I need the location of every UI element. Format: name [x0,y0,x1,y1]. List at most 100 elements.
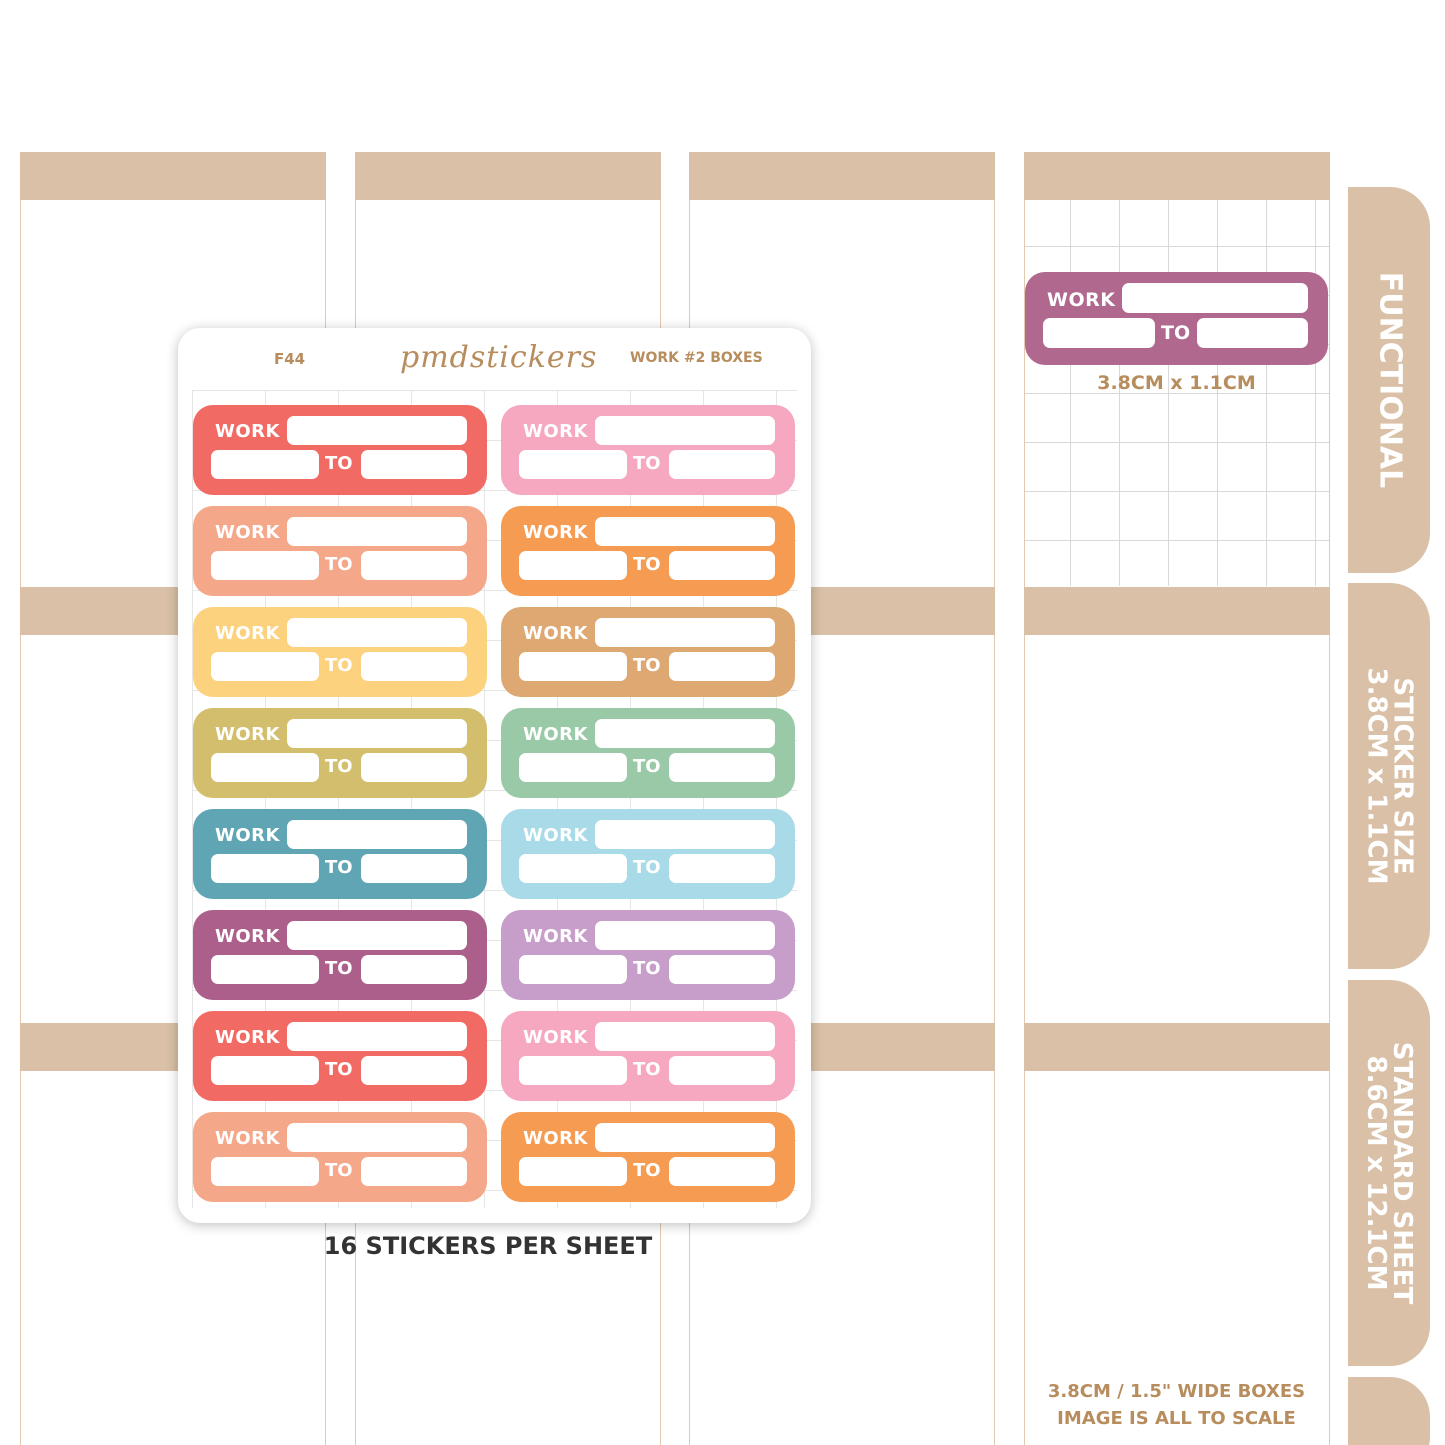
work-sticker: WORK TO [193,506,487,596]
sticker-to-label: TO [633,554,661,575]
write-in-box [595,820,775,849]
sticker-work-label: WORK [523,1027,588,1048]
tab-functional: FUNCTIONAL [1348,187,1430,573]
sticker-to-label: TO [633,1059,661,1080]
write-in-box [211,450,319,479]
sample-size-label: 3.8CM x 1.1CM [1097,372,1256,394]
write-in-box [361,955,467,984]
write-in-box [287,820,467,849]
write-in-box [669,450,775,479]
write-in-box [361,1157,467,1186]
write-in-box [211,652,319,681]
column-header [1024,587,1330,635]
write-in-box [361,1056,467,1085]
sticker-to-label: TO [325,958,353,979]
tab-standard-sheet: STANDARD SHEET 8.6CM x 12.1CM [1348,980,1430,1366]
write-in-box [669,753,775,782]
write-in-box [361,753,467,782]
write-in-box [519,955,627,984]
column-header [20,152,326,200]
sheet-code: F44 [274,350,306,368]
sticker-to-label: TO [633,857,661,878]
write-in-box [595,1022,775,1051]
write-in-box [595,719,775,748]
work-sticker: WORK TO [501,1011,795,1101]
sticker-work-label: WORK [523,825,588,846]
write-in-box [211,1056,319,1085]
work-sticker: WORK TO [193,1112,487,1202]
tab-extra [1348,1377,1430,1445]
sticker-work-label: WORK [215,926,280,947]
write-in-box [287,719,467,748]
grid-paper [1025,200,1329,586]
sticker-work-label: WORK [215,1128,280,1149]
write-in-box [211,1157,319,1186]
write-in-box [595,517,775,546]
write-in-box [361,551,467,580]
sticker-to-label: TO [633,958,661,979]
work-sticker: WORK TO [501,809,795,899]
write-in-box [519,652,627,681]
write-in-box [361,854,467,883]
write-in-box [595,1123,775,1152]
write-in-box [287,1022,467,1051]
write-in-box [519,1056,627,1085]
sticker-work-label: WORK [523,1128,588,1149]
tab-functional-label: FUNCTIONAL [1372,271,1407,489]
sticker-sheet: F44 pmdstickers WORK #2 BOXES WORK TO WORK… [178,328,811,1223]
write-in-box [211,854,319,883]
sticker-work-label: WORK [523,522,588,543]
work-sticker: WORK TO [501,708,795,798]
work-sticker: WORK TO [193,1011,487,1101]
sticker-to-label: TO [633,655,661,676]
sticker-to-label: TO [325,1059,353,1080]
sticker-work-label: WORK [523,724,588,745]
tab-sticker-size: STICKER SIZE 3.8CM x 1.1CM [1348,583,1430,969]
sheet-name: WORK #2 BOXES [630,350,763,366]
tab-sticker-size-label: STICKER SIZE 3.8CM x 1.1CM [1361,667,1417,885]
work-sticker: WORK TO [193,910,487,1000]
write-in-box [595,618,775,647]
sticker-work-label: WORK [215,825,280,846]
write-in-box [669,1157,775,1186]
column-header [1024,1023,1330,1071]
sticker-work-label: WORK [523,421,588,442]
sticker-to-label: TO [633,756,661,777]
write-in-box [287,921,467,950]
sticker-to-label: TO [325,554,353,575]
write-in-box [1197,318,1308,348]
write-in-box [669,1056,775,1085]
write-in-box [519,1157,627,1186]
write-in-box [519,450,627,479]
write-in-box [361,450,467,479]
write-in-box [669,955,775,984]
brand-logo: pmdstickers [400,340,598,375]
per-sheet-label: 16 STICKERS PER SHEET [323,1232,653,1260]
write-in-box [669,854,775,883]
sticker-to-label: TO [325,655,353,676]
write-in-box [211,753,319,782]
write-in-box [211,551,319,580]
write-in-box [287,618,467,647]
planner-column-4 [1024,152,1330,1445]
sticker-work-label: WORK [523,926,588,947]
column-header [689,152,995,200]
write-in-box [211,955,319,984]
work-sticker: WORK TO [193,809,487,899]
write-in-box [519,854,627,883]
write-in-box [519,753,627,782]
tab-standard-sheet-label: STANDARD SHEET 8.6CM x 12.1CM [1361,1041,1417,1305]
sticker-to-label: TO [325,857,353,878]
write-in-box [287,1123,467,1152]
write-in-box [1122,283,1308,313]
sticker-to-label: TO [325,1160,353,1181]
sticker-work-label: WORK [215,522,280,543]
sticker-work-label: WORK [215,1027,280,1048]
write-in-box [1043,318,1155,348]
